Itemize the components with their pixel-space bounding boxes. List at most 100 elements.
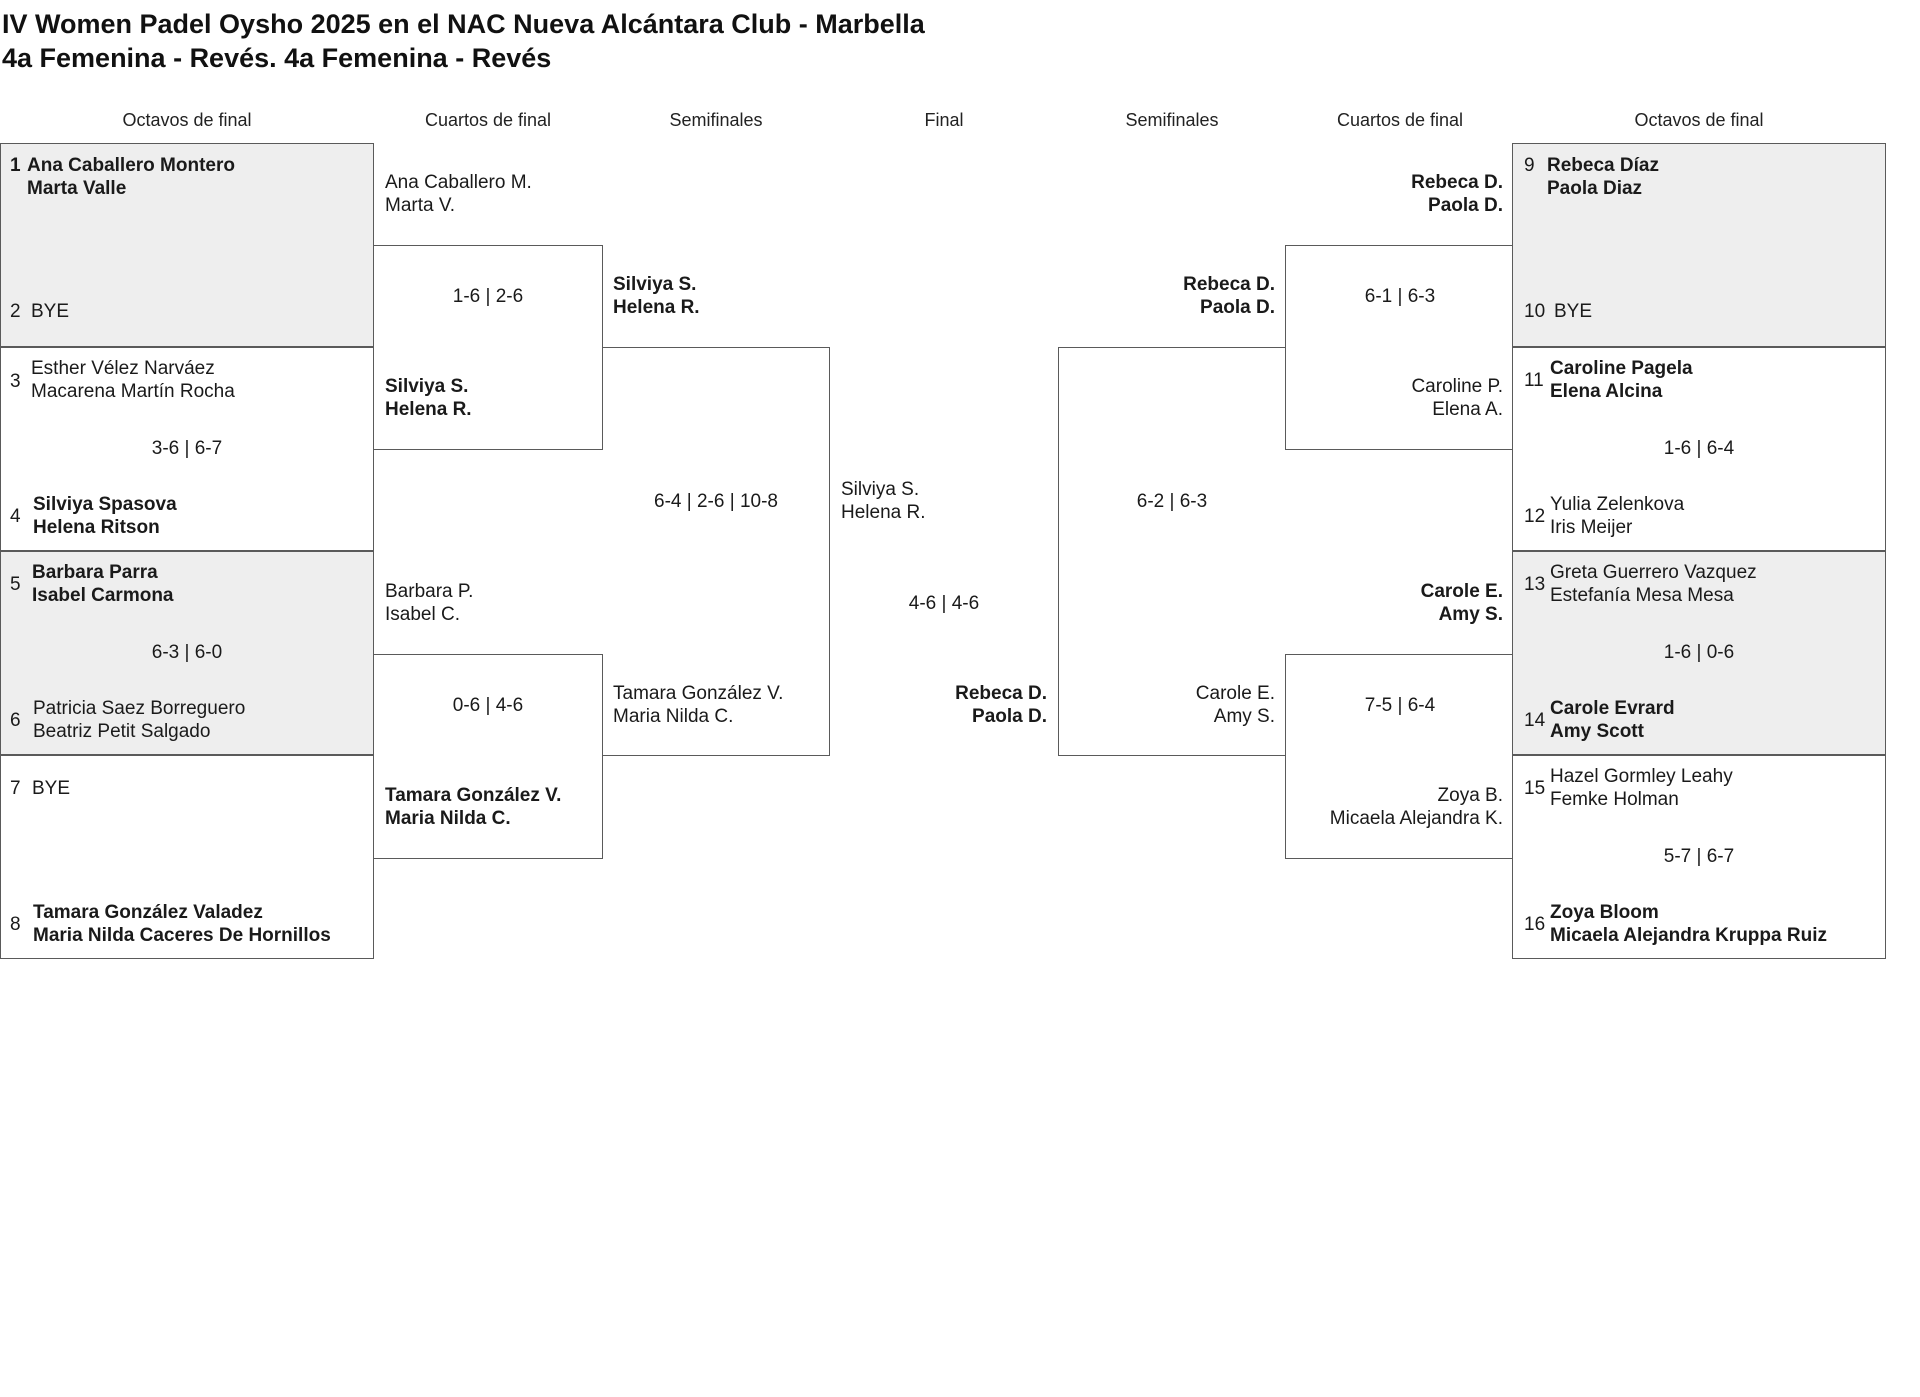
seed-number: 7: [10, 778, 21, 799]
player-name: Caroline Pagela: [1550, 358, 1693, 379]
player-name: Silviya S.: [841, 479, 920, 500]
r16-match-box: [0, 755, 374, 959]
qf-team: Ana Caballero M. Marta V.: [385, 171, 532, 217]
player-name: Elena A.: [1432, 399, 1503, 420]
match-score: 6-2 | 6-3: [1136, 491, 1208, 512]
match-score: 4-6 | 4-6: [908, 593, 980, 614]
player-name: Carole E.: [1420, 581, 1503, 602]
seed-number: 8: [10, 914, 21, 935]
player-name: Silviya Spasova: [33, 494, 177, 515]
player-name: Tamara González V.: [613, 683, 784, 704]
seed-number: 16: [1524, 914, 1546, 935]
final-team: Silviya S. Helena R.: [841, 478, 926, 524]
r16-match-box: [1512, 143, 1886, 347]
player-name: Maria Nilda C.: [613, 706, 734, 727]
player-name: Tamara González V.: [385, 785, 562, 806]
player-name: Maria Nilda Caceres De Hornillos: [33, 925, 331, 946]
player-name: Paola Diaz: [1547, 178, 1643, 199]
seed-number: 12: [1524, 506, 1546, 527]
player-name: Hazel Gormley Leahy: [1550, 766, 1733, 787]
qf-bracket-right-top: [1285, 245, 1513, 450]
player-name: Caroline P.: [1411, 376, 1503, 397]
sf-team: Carole E. Amy S.: [1058, 682, 1275, 728]
match-score: 5-7 | 6-7: [1663, 846, 1735, 867]
player-name: Paola D.: [1200, 297, 1275, 318]
sf-team: Tamara González V. Maria Nilda C.: [613, 682, 783, 728]
player-name: Amy S.: [1213, 706, 1275, 727]
seed-number: 10: [1524, 301, 1546, 322]
player-name: Barbara Parra: [32, 562, 158, 583]
col-header-right-r16: Octavos de final: [1634, 110, 1764, 130]
player-name: BYE: [1554, 301, 1593, 322]
draw-category-title: 4a Femenina - Revés. 4a Femenina - Revés: [2, 43, 552, 73]
col-header-right-sf: Semifinales: [1125, 110, 1219, 130]
player-name: Marta V.: [385, 195, 456, 216]
player-name: Silviya S.: [385, 376, 469, 397]
player-name: Micaela Alejandra K.: [1329, 808, 1503, 829]
player-name: Helena R.: [841, 502, 926, 523]
seed-number: 11: [1524, 370, 1544, 391]
match-score: 0-6 | 4-6: [452, 695, 524, 716]
sf-team-winner: Silviya S. Helena R.: [613, 273, 700, 319]
player-name: Helena Ritson: [33, 517, 160, 538]
seed-number: 4: [10, 506, 21, 527]
qf-team-winner: Silviya S. Helena R.: [385, 375, 472, 421]
player-name: Carole E.: [1195, 683, 1275, 704]
match-score: 6-1 | 6-3: [1364, 286, 1436, 307]
qf-team-winner: Tamara González V. Maria Nilda C.: [385, 784, 561, 830]
qf-team-winner: Carole E. Amy S.: [1286, 580, 1503, 626]
r16-match-box: [0, 143, 374, 347]
player-name: Femke Holman: [1550, 789, 1679, 810]
sf-bracket-right: [1058, 347, 1286, 756]
player-name: Beatriz Petit Salgado: [33, 721, 211, 742]
player-name: Paola D.: [972, 706, 1047, 727]
player-name: Elena Alcina: [1550, 381, 1663, 402]
player-name: Barbara P.: [385, 581, 474, 602]
sf-bracket-left: [602, 347, 830, 756]
match-score: 1-6 | 0-6: [1663, 642, 1735, 663]
player-name: Zoya Bloom: [1550, 902, 1659, 923]
qf-team: Barbara P. Isabel C.: [385, 580, 473, 626]
seed-number: 2: [10, 301, 21, 322]
seed-number: 1: [10, 155, 21, 176]
final-team-winner: Rebeca D. Paola D.: [830, 682, 1047, 728]
seed-number: 5: [10, 574, 21, 595]
player-name: Micaela Alejandra Kruppa Ruiz: [1550, 925, 1827, 946]
player-name: Helena R.: [385, 399, 472, 420]
qf-bracket-right-bottom: [1285, 654, 1513, 859]
seed-number: 3: [10, 371, 21, 392]
player-name: Ana Caballero M.: [385, 172, 532, 193]
seed-number: 14: [1524, 710, 1546, 731]
player-name: Esther Vélez Narváez: [31, 358, 215, 379]
player-name: Iris Meijer: [1550, 517, 1633, 538]
r16-match-box: [1512, 551, 1886, 755]
player-name: Tamara González Valadez: [33, 902, 263, 923]
match-score: 6-4 | 2-6 | 10-8: [654, 491, 778, 512]
match-score: 7-5 | 6-4: [1364, 695, 1436, 716]
seed-number: 6: [10, 710, 21, 731]
player-name: Greta Guerrero Vazquez: [1550, 562, 1757, 583]
qf-team: Caroline P. Elena A.: [1286, 375, 1503, 421]
col-header-left-sf: Semifinales: [669, 110, 763, 130]
col-header-final: Final: [924, 110, 964, 130]
qf-bracket-left-bottom: [374, 654, 603, 859]
player-name: Isabel C.: [385, 604, 460, 625]
player-name: Marta Valle: [27, 178, 127, 199]
player-name: Carole Evrard: [1550, 698, 1675, 719]
player-name: BYE: [32, 778, 71, 799]
player-name: Rebeca D.: [1183, 274, 1275, 295]
match-score: 1-6 | 2-6: [452, 286, 524, 307]
tournament-title: IV Women Padel Oysho 2025 en el NAC Nuev…: [2, 9, 925, 39]
player-name: Rebeca D.: [1411, 172, 1503, 193]
qf-team: Zoya B. Micaela Alejandra K.: [1276, 784, 1503, 830]
player-name: Estefanía Mesa Mesa: [1550, 585, 1734, 606]
player-name: Patricia Saez Borreguero: [33, 698, 246, 719]
player-name: Ana Caballero Montero: [27, 155, 235, 176]
player-name: Rebeca Díaz: [1547, 155, 1659, 176]
r16-match-box: [0, 347, 374, 551]
player-name: Maria Nilda C.: [385, 808, 511, 829]
match-score: 1-6 | 6-4: [1663, 438, 1735, 459]
qf-team-winner: Rebeca D. Paola D.: [1286, 171, 1503, 217]
col-header-left-r16: Octavos de final: [122, 110, 252, 130]
player-name: Paola D.: [1428, 195, 1503, 216]
